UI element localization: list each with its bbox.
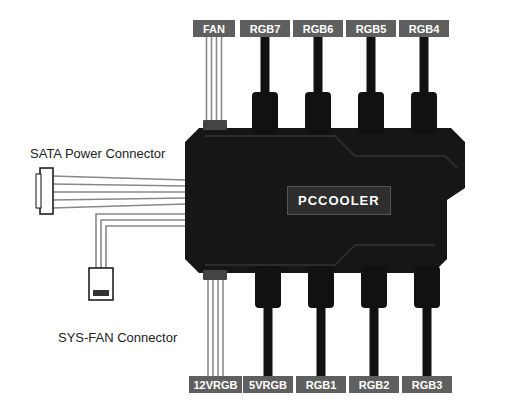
port-label: FAN [193, 20, 235, 37]
port-name: RGB7 [250, 23, 281, 35]
port-name: RGB4 [409, 23, 440, 35]
port-name: RGB5 [356, 23, 387, 35]
port-label: RGB6 [293, 20, 343, 37]
port-name: 12VRGB [193, 379, 237, 391]
port-label: 12VRGB [189, 376, 242, 393]
port-name: RGB2 [359, 379, 390, 391]
hub-body: PCCOOLER [185, 128, 465, 273]
port-label: RGB7 [240, 20, 290, 37]
port-name: FAN [203, 23, 225, 35]
port-name: RGB3 [412, 379, 443, 391]
port-label: RGB3 [402, 376, 452, 393]
port-label: 5VRGB [243, 376, 293, 393]
port-label: RGB4 [399, 20, 449, 37]
port-name: 5VRGB [249, 379, 287, 391]
port-label: RGB1 [296, 376, 346, 393]
sata-connector [40, 168, 53, 214]
port-name: RGB6 [303, 23, 334, 35]
port-label: RGB2 [349, 376, 399, 393]
port-name: RGB1 [306, 379, 337, 391]
sys-fan-connector [89, 268, 113, 300]
port-label: RGB5 [346, 20, 396, 37]
brand-logo: PCCOOLER [287, 186, 391, 215]
connector-label: SYS-FAN Connector [58, 330, 177, 345]
cable [207, 37, 222, 128]
cable [208, 273, 223, 376]
connector-label: SATA Power Connector [30, 146, 165, 161]
